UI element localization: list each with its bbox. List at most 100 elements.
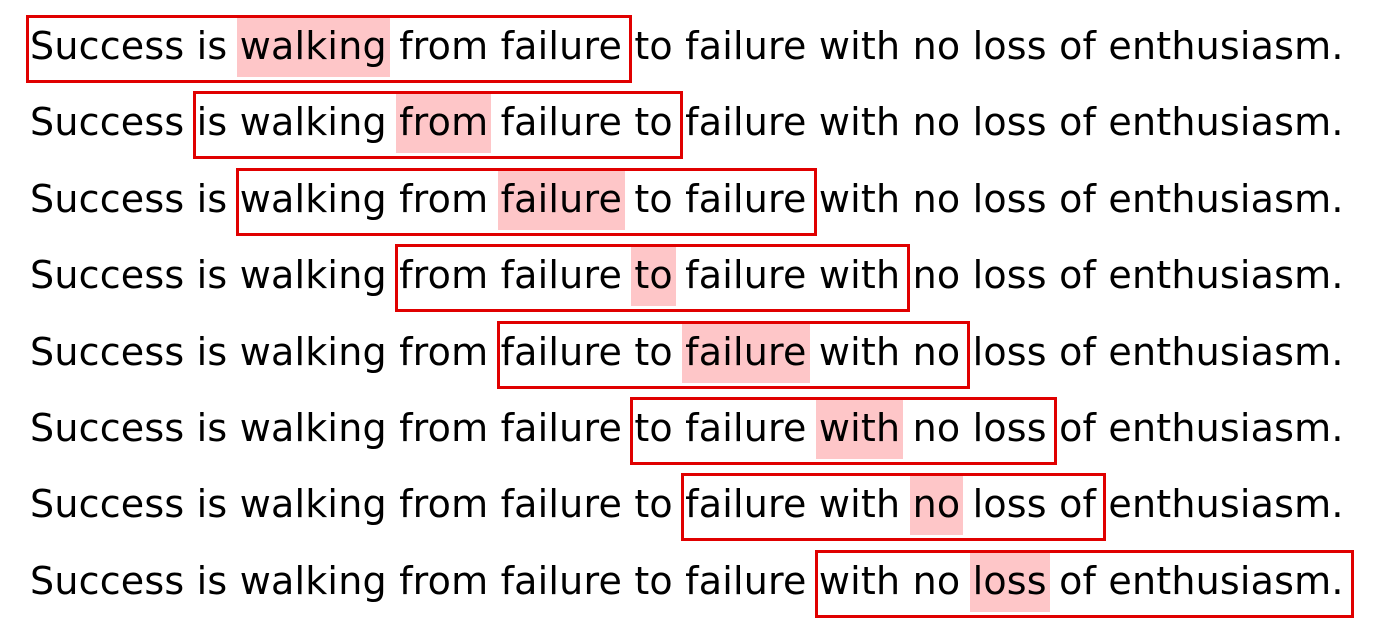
word: of xyxy=(1059,329,1097,374)
word: enthusiasm. xyxy=(1108,100,1344,145)
word: walking xyxy=(239,329,387,374)
word: walking xyxy=(239,406,387,450)
word: walking xyxy=(239,176,387,221)
center-word: to xyxy=(634,247,673,304)
word: with xyxy=(818,329,901,374)
word: with xyxy=(818,482,901,527)
word: from xyxy=(399,558,489,603)
word: of xyxy=(1059,406,1097,450)
word: with xyxy=(818,24,901,68)
word: failure xyxy=(685,176,807,221)
word: to xyxy=(634,482,673,527)
center-word: failure xyxy=(685,323,807,380)
word: enthusiasm. xyxy=(1108,176,1344,221)
center-word: loss xyxy=(972,552,1047,609)
word: failure xyxy=(685,406,807,450)
word: to xyxy=(634,558,673,603)
word: to xyxy=(634,176,673,221)
sentence-row: Success is walking from failure to failu… xyxy=(30,323,1344,380)
word: with xyxy=(818,176,901,221)
word: of xyxy=(1059,558,1097,603)
word: is xyxy=(196,253,228,298)
word: of xyxy=(1059,24,1097,68)
word: Success xyxy=(30,253,185,298)
word: loss xyxy=(972,176,1047,221)
word: Success xyxy=(30,329,185,374)
word: walking xyxy=(239,100,387,145)
word: failure xyxy=(500,100,623,145)
word: no xyxy=(912,100,961,145)
word: failure xyxy=(685,24,807,68)
word: failure xyxy=(500,24,623,68)
word: of xyxy=(1059,100,1097,145)
word: failure xyxy=(685,482,807,527)
sentence-row: Success is walking from failure to failu… xyxy=(30,18,1344,74)
word: to xyxy=(634,329,673,374)
word: failure xyxy=(685,100,807,145)
word: failure xyxy=(685,558,807,603)
center-word: walking xyxy=(239,18,387,74)
word: Success xyxy=(30,406,185,450)
word: failure xyxy=(500,329,623,374)
word: is xyxy=(196,100,228,145)
word: enthusiasm. xyxy=(1108,24,1344,68)
word: is xyxy=(196,329,228,374)
word: no xyxy=(912,253,961,298)
word: enthusiasm. xyxy=(1108,482,1344,527)
sentence-row: Success is walking from failure to failu… xyxy=(30,400,1344,456)
word: is xyxy=(196,176,228,221)
word: no xyxy=(912,176,961,221)
word: Success xyxy=(30,176,185,221)
center-word: from xyxy=(399,94,489,151)
word: no xyxy=(912,329,961,374)
word: walking xyxy=(239,482,387,527)
word: no xyxy=(912,558,961,603)
word: loss xyxy=(972,100,1047,145)
word: from xyxy=(399,24,489,68)
sentence-row: Success is walking from failure to failu… xyxy=(30,552,1344,609)
word: with xyxy=(818,558,901,603)
word: Success xyxy=(30,482,185,527)
word: from xyxy=(399,406,489,450)
word: Success xyxy=(30,100,185,145)
word: walking xyxy=(239,558,387,603)
word: of xyxy=(1059,253,1097,298)
sentence-row: Success is walking from failure to failu… xyxy=(30,94,1344,151)
word: loss xyxy=(972,329,1047,374)
center-word: no xyxy=(912,476,961,533)
sentence-row: Success is walking from failure to failu… xyxy=(30,247,1344,304)
word: to xyxy=(634,406,673,450)
word: failure xyxy=(500,482,623,527)
word: of xyxy=(1059,176,1097,221)
center-word: with xyxy=(818,400,901,456)
word: from xyxy=(399,253,489,298)
word: of xyxy=(1059,482,1097,527)
word: enthusiasm. xyxy=(1108,329,1344,374)
word: is xyxy=(196,24,228,68)
sentence-row: Success is walking from failure to failu… xyxy=(30,476,1344,533)
word: failure xyxy=(685,253,807,298)
word: loss xyxy=(972,24,1047,68)
word: failure xyxy=(500,406,623,450)
word: no xyxy=(912,406,961,450)
word: no xyxy=(912,24,961,68)
word: with xyxy=(818,253,901,298)
word: to xyxy=(634,100,673,145)
word: enthusiasm. xyxy=(1108,253,1344,298)
center-word: failure xyxy=(500,170,623,227)
word: is xyxy=(196,482,228,527)
word: to xyxy=(634,24,673,68)
word: Success xyxy=(30,558,185,603)
word: is xyxy=(196,406,228,450)
word: enthusiasm. xyxy=(1108,558,1344,603)
word: walking xyxy=(239,253,387,298)
word: failure xyxy=(500,558,623,603)
word: enthusiasm. xyxy=(1108,406,1344,450)
word: Success xyxy=(30,24,185,68)
word: from xyxy=(399,176,489,221)
word: from xyxy=(399,329,489,374)
word: loss xyxy=(972,482,1047,527)
word: with xyxy=(818,100,901,145)
word: is xyxy=(196,558,228,603)
